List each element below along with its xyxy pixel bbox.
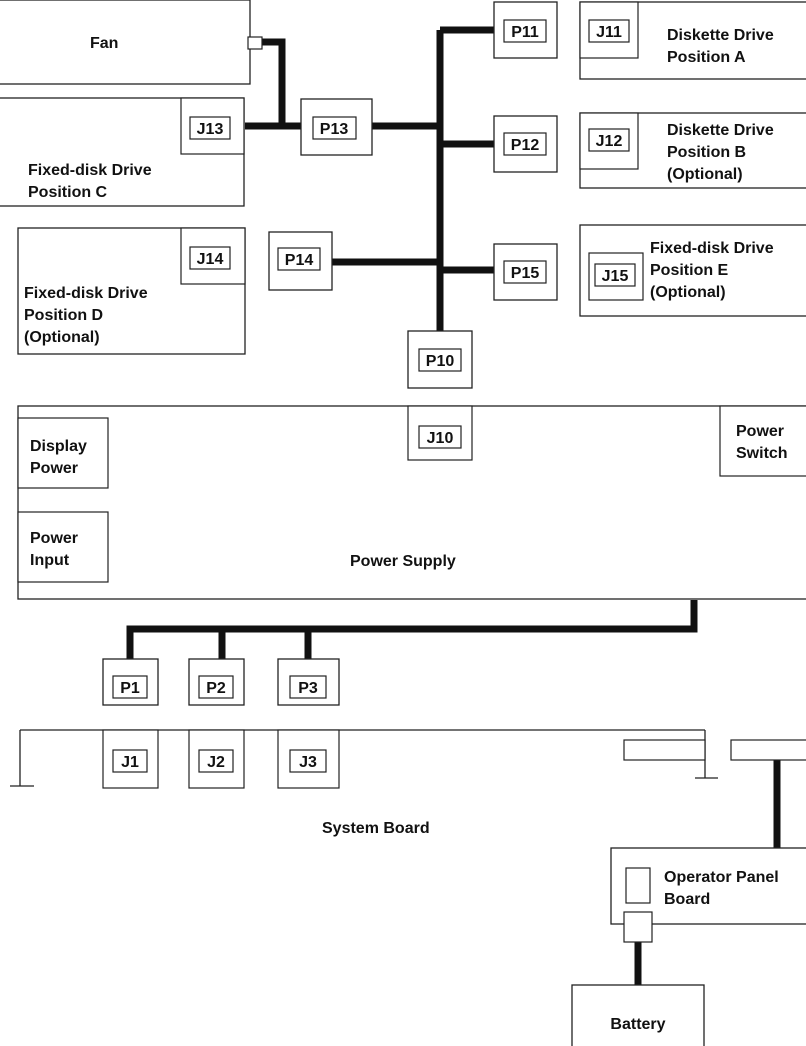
connector-j12 <box>588 128 630 152</box>
connector-j3 <box>289 749 327 773</box>
fan: Fan <box>0 0 263 85</box>
fan-label: Fan <box>90 35 118 52</box>
svg-text:Position D: Position D <box>24 307 103 324</box>
svg-text:J1: J1 <box>121 754 139 771</box>
power-supply-label: Power Supply <box>350 553 456 570</box>
svg-text:J13: J13 <box>197 121 224 138</box>
svg-text:J10: J10 <box>427 430 454 447</box>
svg-text:J12: J12 <box>596 133 623 150</box>
svg-text:Diskette Drive: Diskette Drive <box>667 122 774 139</box>
svg-text:P10: P10 <box>426 353 455 370</box>
system-board-left-leg <box>10 730 34 787</box>
svg-text:Fixed-disk Drive: Fixed-disk Drive <box>28 162 152 179</box>
system-board-label: System Board <box>322 820 430 837</box>
connector-j10 <box>418 425 462 449</box>
svg-text:P1: P1 <box>120 680 140 697</box>
battery-plug <box>623 911 653 943</box>
svg-text:J14: J14 <box>197 251 224 268</box>
connector-p12 <box>503 132 547 156</box>
svg-text:Position B: Position B <box>667 144 746 161</box>
svg-text:P15: P15 <box>511 265 540 282</box>
svg-text:Position C: Position C <box>28 184 108 201</box>
svg-text:P2: P2 <box>206 680 226 697</box>
connector-j11 <box>588 19 630 43</box>
svg-text:J15: J15 <box>602 268 629 285</box>
connector-j2 <box>198 749 234 773</box>
connector-j15 <box>594 263 636 287</box>
fixed-disk-drive-e: J15 Fixed-disk Drive Position E (Optiona… <box>579 224 806 317</box>
svg-text:Power: Power <box>30 530 78 547</box>
battery-label: Battery <box>610 1016 665 1033</box>
svg-text:Diskette Drive: Diskette Drive <box>667 27 774 44</box>
operator-panel-board: Operator Panel Board <box>610 847 806 925</box>
svg-text:P11: P11 <box>511 24 539 41</box>
connector-j1-housing <box>102 729 159 789</box>
diskette-drive-a: J11 Diskette Drive Position A <box>579 1 806 80</box>
cable-fan <box>262 38 286 126</box>
svg-text:Power: Power <box>736 423 784 440</box>
display-power <box>17 417 109 489</box>
connector-p11 <box>503 19 547 43</box>
connector-p10 <box>418 348 462 372</box>
svg-text:P13: P13 <box>320 121 349 138</box>
power-supply: Power Supply Display Power Power Input P… <box>17 405 806 600</box>
battery-connector <box>625 867 651 904</box>
connector-p15 <box>503 260 547 284</box>
svg-text:Power: Power <box>30 460 78 477</box>
svg-text:(Optional): (Optional) <box>667 166 743 183</box>
connector-j3-housing <box>277 729 340 789</box>
battery: Battery <box>571 984 705 1046</box>
connector-j13 <box>189 116 231 140</box>
diskette-drive-b: J12 Diskette Drive Position B (Optional) <box>579 112 806 189</box>
system-board-connector <box>623 739 706 761</box>
connector-p3 <box>289 675 327 699</box>
svg-text:J2: J2 <box>207 754 225 771</box>
fixed-disk-drive-c: J13 Fixed-disk Drive Position C <box>0 97 245 207</box>
connector-p13 <box>312 116 357 140</box>
connector-p2 <box>198 675 234 699</box>
svg-text:Display: Display <box>30 438 87 455</box>
svg-text:P3: P3 <box>298 680 318 697</box>
system-board: J1 J2 J3 System Board <box>10 729 718 837</box>
svg-text:J3: J3 <box>299 754 317 771</box>
power-input <box>17 511 109 583</box>
operator-panel-connector <box>730 739 806 761</box>
svg-text:Board: Board <box>664 891 710 908</box>
connector-p1 <box>112 675 148 699</box>
connector-j14 <box>189 246 231 270</box>
svg-text:Operator Panel: Operator Panel <box>664 869 779 886</box>
power-switch[interactable] <box>719 405 806 477</box>
connector-j1 <box>112 749 148 773</box>
svg-text:Fixed-disk Drive: Fixed-disk Drive <box>650 240 774 257</box>
fixed-disk-drive-d: J14 Fixed-disk Drive Position D (Optiona… <box>17 227 246 355</box>
svg-text:Input: Input <box>30 552 70 569</box>
connector-p14 <box>277 247 321 271</box>
svg-text:Position A: Position A <box>667 49 746 66</box>
svg-text:(Optional): (Optional) <box>24 329 100 346</box>
svg-text:P12: P12 <box>511 137 540 154</box>
svg-text:Position E: Position E <box>650 262 729 279</box>
cable-system-board <box>126 600 698 660</box>
fan-connector <box>247 36 263 50</box>
svg-text:J11: J11 <box>596 24 622 41</box>
svg-text:(Optional): (Optional) <box>650 284 726 301</box>
svg-text:Switch: Switch <box>736 445 788 462</box>
svg-text:P14: P14 <box>285 252 314 269</box>
svg-text:Fixed-disk Drive: Fixed-disk Drive <box>24 285 148 302</box>
